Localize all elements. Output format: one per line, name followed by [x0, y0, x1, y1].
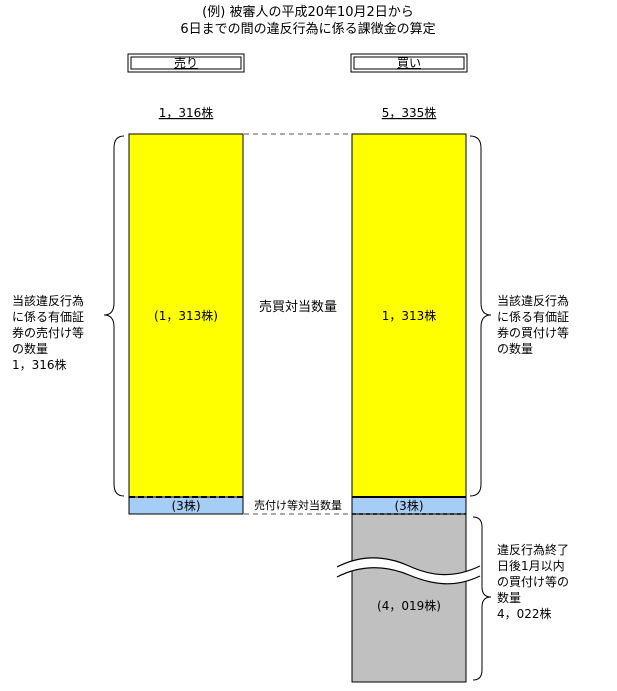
right-note-top: 当該違反行為 に係る有価証 券の買付け等 の数量 — [497, 293, 569, 356]
diagram-title-line2: 6日までの間の違反行為に係る課徴金の算定 — [180, 21, 435, 37]
left-note: 当該違反行為 に係る有価証 券の売付け等 の数量 1，316株 — [12, 293, 84, 372]
diagram-title-line1: (例) 被審人の平成20年10月2日から — [202, 5, 414, 20]
buy-matched-bar — [351, 133, 467, 498]
small-quantity-label: 売付け等対当数量 — [254, 498, 342, 512]
left-note-line-5: 1，316株 — [12, 357, 67, 372]
buy-small-label: (3株) — [395, 498, 424, 513]
right-note-top-line-4: の数量 — [497, 341, 533, 356]
right-brace-bottom — [472, 516, 492, 681]
right-note-top-line-3: 券の買付け等 — [497, 325, 569, 340]
matched-quantity-label: 売買対当数量 — [259, 299, 337, 315]
right-note-bottom-line-3: の買付け等の — [497, 575, 569, 589]
left-brace — [103, 135, 125, 497]
buy-total-label: 5，335株 — [382, 105, 437, 120]
right-note-bottom: 違反行為終了 日後1月以内 の買付け等の 数量 4，022株 — [497, 542, 569, 621]
sell-small-label: (3株) — [172, 498, 201, 513]
right-note-top-line-2: に係る有価証 — [497, 310, 569, 324]
right-note-top-line-1: 当該違反行為 — [497, 293, 569, 308]
buy-matched-label: 1，313株 — [382, 308, 437, 323]
sell-header-box: 売り — [127, 53, 245, 73]
sell-matched-bar — [128, 133, 244, 498]
sell-total-label: 1，316株 — [159, 105, 214, 120]
buy-header-label: 買い — [397, 56, 421, 70]
right-note-bottom-line-4: 数量 — [497, 590, 521, 605]
right-note-bottom-line-5: 4，022株 — [497, 606, 552, 621]
left-note-line-1: 当該違反行為 — [12, 293, 84, 308]
sell-matched-label: (1，313株) — [154, 308, 218, 323]
right-note-bottom-line-2: 日後1月以内 — [497, 559, 565, 573]
right-note-bottom-line-1: 違反行為終了 — [497, 542, 569, 557]
left-note-line-3: 券の売付け等 — [12, 325, 84, 340]
buy-later-bar — [351, 513, 467, 683]
sell-header-label: 売り — [174, 55, 198, 70]
buy-header-box: 買い — [350, 53, 468, 73]
left-note-line-2: に係る有価証 — [12, 310, 84, 324]
left-note-line-4: の数量 — [12, 341, 48, 356]
right-brace-top — [469, 135, 492, 497]
buy-later-label: (4，019株) — [377, 598, 441, 613]
axis-break-mark — [336, 557, 481, 585]
